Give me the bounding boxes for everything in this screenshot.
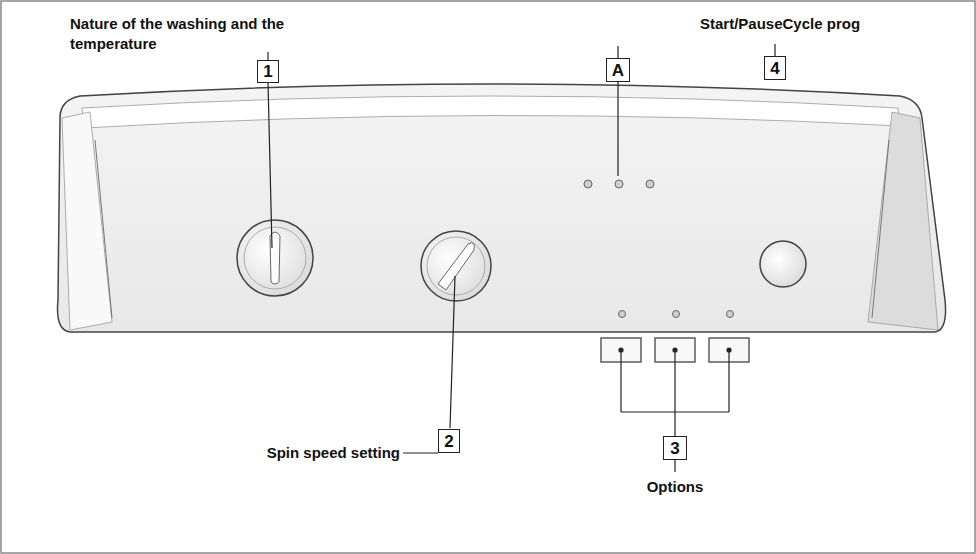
- callout-box: 2: [438, 429, 460, 453]
- callout-number: 1: [263, 63, 272, 80]
- callout-box: A: [606, 58, 630, 82]
- part-label: Nature of the washing and the temperatur…: [70, 14, 310, 53]
- callout-letter: A: [612, 62, 624, 79]
- part-label: Spin speed setting: [267, 443, 400, 463]
- callout-number: 2: [444, 433, 453, 450]
- callout-box: 1: [257, 60, 279, 83]
- part-label: Options: [647, 477, 704, 497]
- callout-number: 3: [670, 440, 679, 457]
- callout-number: 4: [770, 60, 779, 77]
- part-label: Start/PauseCycle prog: [700, 14, 860, 34]
- callout-box: 4: [764, 56, 786, 80]
- callout-box: 3: [663, 436, 687, 460]
